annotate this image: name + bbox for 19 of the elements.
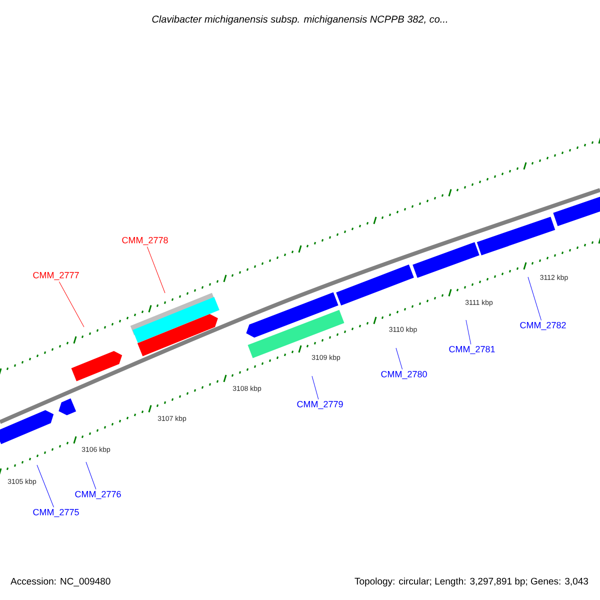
footer-text: Topology: circular; Length: 3,297,891 bp; Genes: 3,043: [354, 578, 588, 586]
title: Clavibacter michiganensis subsp. michiganensis NCPPB 382, co...: [152, 15, 448, 25]
leader-line: [86, 462, 96, 490]
gene-label: CMM_2782: [520, 322, 566, 330]
leader-line: [36, 464, 54, 508]
gene-label: CMM_2778: [122, 236, 168, 246]
footer-text: Accession: NC_009480: [10, 578, 110, 586]
leader-line: [396, 348, 403, 370]
leader-line: [58, 282, 84, 328]
leader-line: [312, 376, 319, 400]
leader-line: [528, 276, 542, 321]
gene-label: CMM_2781: [449, 346, 495, 354]
leader-line: [466, 320, 472, 345]
gene-label: CMM_2777: [33, 272, 79, 280]
gene-label: CMM_2779: [297, 400, 343, 410]
leader-line: [146, 246, 166, 294]
gene-label: CMM_2776: [75, 490, 121, 500]
gene-label: CMM_2775: [33, 508, 79, 518]
gene-label: CMM_2780: [381, 370, 427, 380]
